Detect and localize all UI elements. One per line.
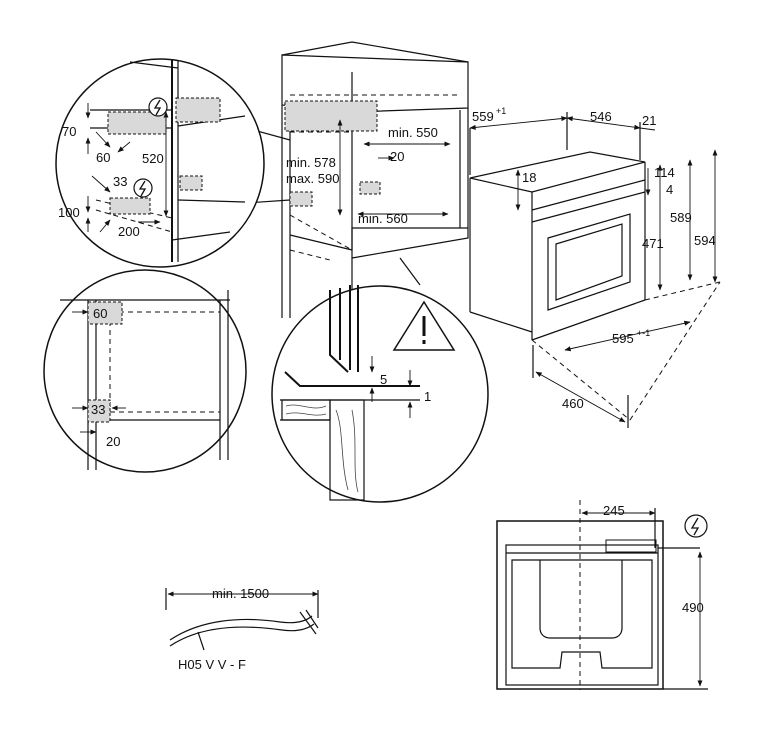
label-460: 460 <box>562 396 584 411</box>
label-559-tolerance: +1 <box>496 106 506 116</box>
label-20: 20 <box>390 149 404 164</box>
detail-power-zone-side <box>175 97 221 123</box>
detail-circle-gap: 5 1 <box>271 257 489 503</box>
detail-vent-zone <box>179 175 203 191</box>
label-min-550: min. 550 <box>388 125 438 140</box>
label-546: 546 <box>590 109 612 124</box>
electric-hazard-icon <box>133 178 153 198</box>
vent-zone <box>359 181 381 195</box>
label-594: 594 <box>694 233 716 248</box>
oven-drawing: 559 +1 546 21 18 114 4 471 589 594 595 +… <box>469 106 721 428</box>
back-label-245: 245 <box>603 503 625 518</box>
label-4: 4 <box>666 182 673 197</box>
detail-power-zone-lower <box>109 197 151 215</box>
label-589: 589 <box>670 210 692 225</box>
detail-label-20: 20 <box>106 434 120 449</box>
label-18: 18 <box>522 170 536 185</box>
oven-back-view: 245 490 <box>496 500 708 690</box>
cable-type-label: H05 V V - F <box>178 657 246 672</box>
detail-circle-opening: 60 33 20 <box>43 269 247 473</box>
warning-icon <box>392 300 456 351</box>
detail-label-520: 520 <box>142 151 164 166</box>
cable-length-label: min. 1500 <box>212 586 269 601</box>
label-559: 559 <box>472 109 494 124</box>
detail-label-60: 60 <box>96 150 110 165</box>
label-min-578: min. 578 <box>286 155 336 170</box>
cabinet-drawing: min. 550 20 min. 578 max. 590 min. 560 <box>245 41 469 318</box>
label-114: 114 <box>654 165 675 180</box>
power-zone-top <box>284 100 378 132</box>
detail-label-33: 33 <box>91 402 105 417</box>
back-label-490: 490 <box>682 600 704 615</box>
detail-label-60: 60 <box>93 306 107 321</box>
detail-circle-power-position: 70 60 520 33 100 200 <box>55 58 265 268</box>
gap-label-1: 1 <box>424 389 431 404</box>
detail-label-33: 33 <box>113 174 127 189</box>
label-21: 21 <box>642 113 656 128</box>
detail-label-70: 70 <box>62 124 76 139</box>
label-595: 595 <box>612 331 634 346</box>
electric-hazard-icon <box>148 97 168 117</box>
power-zone-low <box>289 191 313 207</box>
electric-hazard-icon <box>684 514 708 538</box>
label-max-590: max. 590 <box>286 171 339 186</box>
label-595-tolerance: +-1 <box>637 328 650 338</box>
label-min-560: min. 560 <box>358 211 408 226</box>
detail-opening-zone-lower <box>87 399 111 423</box>
power-cable-drawing: min. 1500 H05 V V - F <box>165 586 319 672</box>
detail-label-200: 200 <box>118 224 140 239</box>
gap-label-5: 5 <box>380 372 387 387</box>
detail-label-100: 100 <box>58 205 80 220</box>
label-471: 471 <box>642 236 664 251</box>
detail-power-zone-upper <box>107 111 167 135</box>
